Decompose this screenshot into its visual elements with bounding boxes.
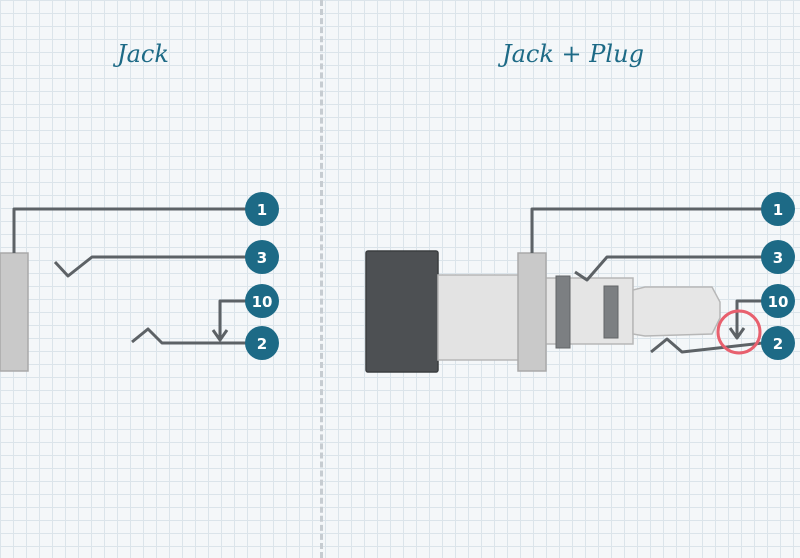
pin-label: 10 (252, 293, 273, 311)
sleeve-contact (650, 337, 764, 354)
pin-badge-2: 2 (245, 326, 279, 360)
pin-badge-3: 3 (761, 240, 795, 274)
plug-handle (365, 250, 439, 373)
jack-title: Jack (117, 40, 169, 68)
ring-contact (574, 255, 763, 282)
pin-badge-10: 10 (761, 284, 795, 318)
switch-wire (218, 299, 248, 338)
pin-label: 3 (257, 249, 267, 267)
pin-label: 3 (773, 249, 783, 267)
sleeve-contact (131, 327, 248, 345)
pin-label: 2 (773, 335, 783, 353)
ring-contact (53, 255, 248, 278)
tip-wire (530, 207, 763, 253)
pin-badge-2: 2 (761, 326, 795, 360)
tip-wire (12, 207, 248, 253)
plug-barrel (437, 274, 521, 361)
pin-label: 2 (257, 335, 267, 353)
pin-label: 10 (768, 293, 789, 311)
pin-label: 1 (257, 201, 267, 219)
open-switch-highlight (716, 309, 762, 355)
pin-badge-1: 1 (761, 192, 795, 226)
jack-left: 1 3 10 2 (0, 192, 279, 372)
switch-arrow (211, 329, 229, 342)
jack-plug-right: 1 3 10 2 (365, 192, 795, 373)
switch-arrow (728, 327, 746, 340)
plug-tip-insulator (603, 285, 619, 339)
switch-wire (735, 299, 763, 336)
pin-badge-1: 1 (245, 192, 279, 226)
jack-body (0, 252, 29, 372)
pin-badge-10: 10 (245, 284, 279, 318)
pin-label: 1 (773, 201, 783, 219)
panel-divider (320, 0, 323, 558)
jack-plug-title: Jack + Plug (502, 40, 644, 68)
plug-ring-insulator (555, 275, 571, 349)
jack-body (517, 252, 547, 372)
pin-badge-3: 3 (245, 240, 279, 274)
plug-tip (632, 286, 721, 337)
